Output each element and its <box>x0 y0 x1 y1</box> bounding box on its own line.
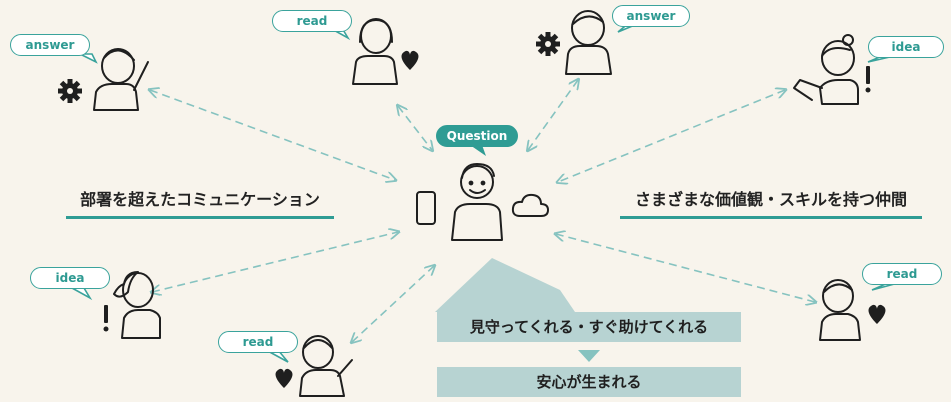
person-center <box>451 163 503 241</box>
arrow-left-lower <box>152 232 398 292</box>
bubble-question: Question <box>436 125 518 147</box>
gear-icon-left <box>58 79 82 103</box>
arrow-top-center <box>398 106 432 150</box>
bubble-answer-top-right: answer <box>612 5 690 27</box>
heart-icon-top <box>401 50 419 70</box>
bubble-read-right: read <box>862 263 942 285</box>
bar-watching-over: 見守ってくれる・すぐ助けてくれる <box>437 312 741 342</box>
person-bottom-read <box>299 335 353 397</box>
gear-icon-top-right <box>536 32 560 56</box>
arrow-top-left <box>150 90 395 180</box>
arrow-bottom-left <box>352 266 434 342</box>
callout-wedge <box>435 258 575 312</box>
bubble-answer-top-left: answer <box>10 34 90 56</box>
down-arrow <box>578 350 600 362</box>
bar-peace-of-mind: 安心が生まれる <box>437 367 741 397</box>
heading-cross-department: 部署を超えたコミュニケーション <box>66 186 334 219</box>
arrow-top-right <box>528 80 578 150</box>
person-top-left <box>93 48 149 111</box>
arrow-right-upper <box>558 90 785 182</box>
bubble-read-bottom: read <box>218 331 298 353</box>
person-left-idea <box>113 271 161 339</box>
cloud-icon <box>511 193 549 217</box>
heart-icon-right <box>868 304 886 324</box>
heading-diverse-values: さまざまな価値観・スキルを持つ仲間 <box>620 186 922 219</box>
person-top-right <box>565 10 612 75</box>
heart-icon-bottom <box>275 368 293 388</box>
bubble-idea-right: idea <box>868 36 944 58</box>
arrow-right-lower <box>556 234 815 302</box>
bubble-read-top: read <box>272 10 352 32</box>
person-top-read <box>352 18 398 85</box>
bubble-idea-left: idea <box>30 267 110 289</box>
phone-icon <box>416 191 436 225</box>
person-right-idea <box>793 34 859 105</box>
exclamation-icon-right <box>865 66 871 93</box>
person-right-read <box>819 279 861 341</box>
exclamation-icon-left <box>103 305 109 332</box>
